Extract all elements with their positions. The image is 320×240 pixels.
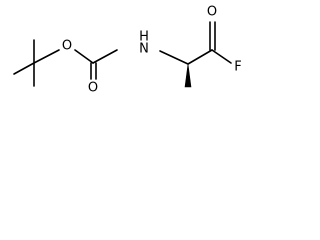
- bond-tbu-methyl-left: [13, 62, 35, 75]
- chemical-structure: O O N H O F: [13, 5, 242, 96]
- carbamate-carbonyl-oxygen-label: O: [88, 81, 98, 96]
- bond-carbamate-carbon-to-nitrogen: [92, 49, 118, 64]
- bond-acyl-carbon-to-fluorine: [211, 49, 232, 64]
- bond-nitrogen-to-alpha-carbon: [159, 50, 189, 65]
- bond-alpha-carbon-to-acyl-carbon: [187, 49, 213, 65]
- bond-ester-oxygen-to-carbamate-carbon: [74, 49, 94, 64]
- nitrogen-label: N: [139, 42, 149, 57]
- acyl-carbonyl-oxygen-label: O: [207, 5, 217, 20]
- ester-oxygen-label: O: [62, 39, 72, 54]
- bond-tbu-to-ester-oxygen: [33, 49, 60, 64]
- stereo-wedge-bond: [184, 63, 192, 88]
- nitrogen-hydrogen-label: H: [139, 30, 149, 45]
- fluorine-label: F: [234, 60, 241, 75]
